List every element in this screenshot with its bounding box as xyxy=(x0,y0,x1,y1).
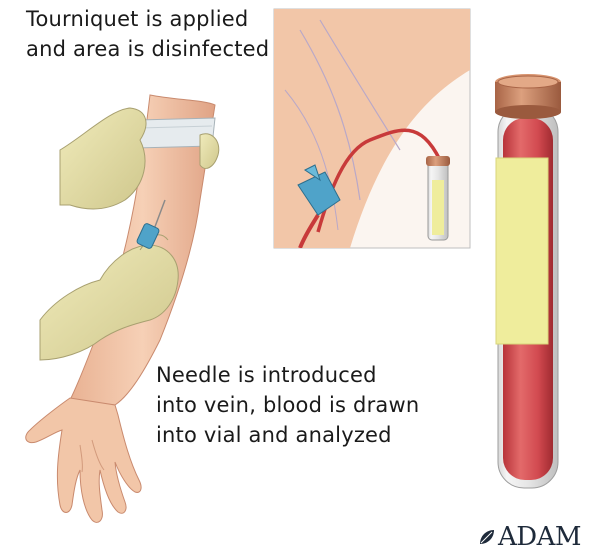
inset-closeup xyxy=(274,9,470,248)
caption-tourniquet: Tourniquet is applied and area is disinf… xyxy=(26,4,269,64)
adam-logo: ADAM xyxy=(478,522,581,552)
caption-needle: Needle is introduced into vein, blood is… xyxy=(156,360,419,450)
caption-needle-line-1: Needle is introduced xyxy=(156,360,419,390)
caption-tourniquet-line-2: and area is disinfected xyxy=(26,34,269,64)
adam-leaf-icon xyxy=(478,528,496,546)
caption-needle-line-2: into vein, blood is drawn xyxy=(156,390,419,420)
blood-test-tube xyxy=(495,74,561,488)
caption-needle-line-3: into vial and analyzed xyxy=(156,420,419,450)
adam-logo-text: ADAM xyxy=(498,522,581,552)
caption-tourniquet-line-1: Tourniquet is applied xyxy=(26,4,269,34)
